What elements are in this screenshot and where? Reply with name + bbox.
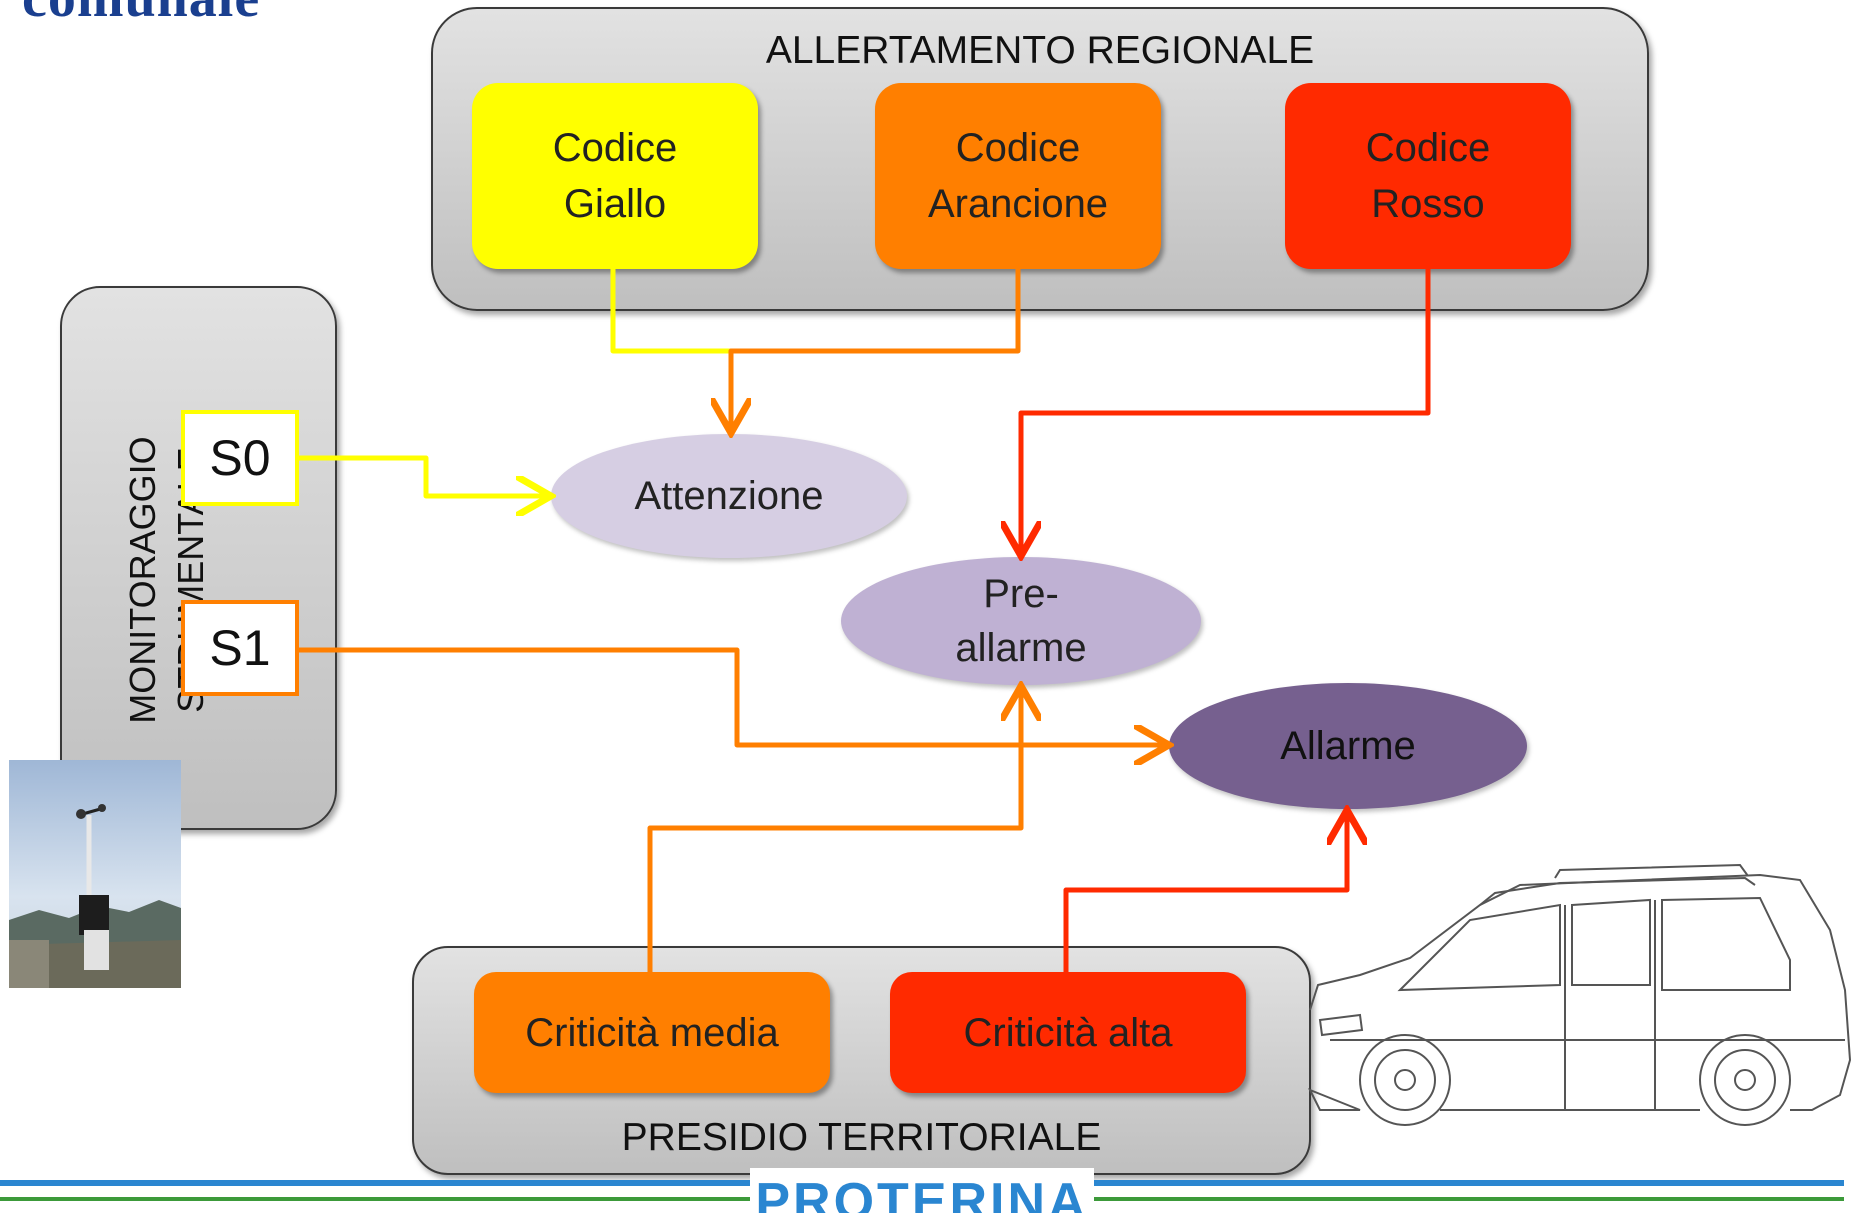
arrow-s0-attenzione [299,455,546,496]
arrow-s1-allarme [299,647,1164,745]
criticita-media-box: Criticità media [474,972,830,1093]
arrow-rosso-preallarme [1021,269,1431,551]
page-title: comunale [22,0,260,30]
code-yellow-box: Codice Giallo [472,83,758,269]
allarme-state: Allarme [1169,683,1527,809]
code-red-box: Codice Rosso [1285,83,1571,269]
preallarme-state: Pre- allarme [841,557,1201,685]
regional-alert-label: ALLERTAMENTO REGIONALE [765,29,1315,72]
code-orange-box: Codice Arancione [875,83,1161,269]
arrow-giallo [610,269,731,354]
proterina-logo-text: PROTERINA [755,1173,1089,1213]
criticita-alta-box: Criticità alta [890,972,1246,1093]
attenzione-state: Attenzione [551,434,907,558]
s0-threshold-box: S0 [181,410,299,506]
territorial-label: PRESIDIO TERRITORIALE [621,1116,1102,1159]
proterina-logo: PROTERINA [750,1168,1094,1213]
arrow-arancione-attenzione [731,269,1021,428]
arrow-alta-allarme [1063,815,1347,972]
s1-threshold-box: S1 [181,600,299,696]
monitoring-group [60,286,337,830]
weather-station-photo [9,760,181,988]
arrow-media-preallarme [647,691,1021,972]
